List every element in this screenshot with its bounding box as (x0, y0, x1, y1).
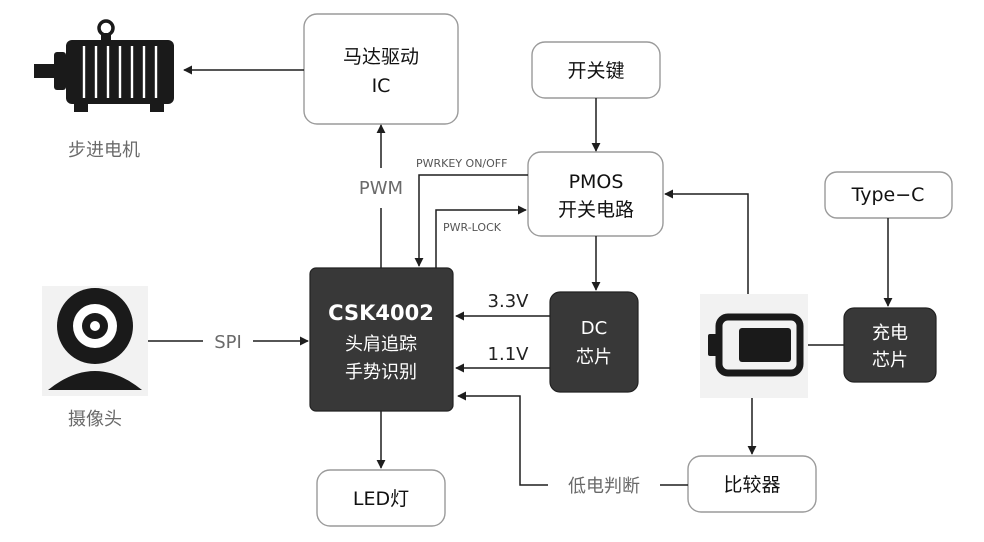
pmos-switch-block: PMOS 开关电路 (527, 151, 664, 237)
led-label: LED灯 (353, 488, 409, 510)
stepper-motor-label: 步进电机 (68, 140, 140, 161)
v33-label: 3.3V (488, 291, 530, 312)
led-block: LED灯 (316, 469, 446, 527)
motor-driver-line1: 马达驱动 (343, 46, 419, 68)
pwrkey-arrow (414, 174, 528, 267)
spi-label: SPI (214, 332, 242, 353)
dc-line1: DC (581, 318, 607, 339)
csk-line2: 头肩追踪 (345, 334, 417, 355)
low-power-arrow (457, 391, 548, 486)
type-c-block: Type−C (824, 171, 953, 219)
webcam-icon (42, 286, 148, 396)
low-power-label: 低电判断 (568, 476, 640, 497)
comparator-label: 比较器 (723, 474, 780, 496)
pwm-label: PWM (359, 178, 403, 199)
battery-to-pmos-arrow (664, 189, 749, 294)
charge-line2: 芯片 (872, 350, 908, 371)
csk-line3: 手势识别 (345, 362, 417, 383)
switch-key-label: 开关键 (567, 60, 624, 82)
pmos-line2: 开关电路 (558, 199, 634, 221)
dc-chip-block: DC 芯片 (549, 291, 639, 393)
v11-label: 1.1V (488, 344, 530, 365)
dc-line2: 芯片 (576, 347, 612, 368)
motor-driver-ic-block: 马达驱动 IC (303, 13, 459, 125)
motor-driver-line2: IC (372, 75, 391, 97)
pwrlock-label: PWR-LOCK (443, 221, 502, 234)
electric-motor-icon (34, 19, 174, 112)
camera-label: 摄像头 (68, 409, 122, 430)
pwrkey-label: PWRKEY ON/OFF (416, 157, 507, 170)
csk4002-chip-block: CSK4002 头肩追踪 手势识别 (309, 267, 454, 412)
charge-chip-block: 充电 芯片 (843, 307, 937, 383)
pmos-line1: PMOS (569, 171, 624, 193)
battery-icon (700, 294, 808, 398)
switch-key-block: 开关键 (531, 41, 661, 99)
pwrlock-arrow (435, 205, 527, 268)
csk-line1: CSK4002 (328, 301, 434, 325)
type-c-label: Type−C (851, 184, 925, 206)
charge-line1: 充电 (872, 323, 908, 344)
comparator-block: 比较器 (687, 455, 817, 513)
